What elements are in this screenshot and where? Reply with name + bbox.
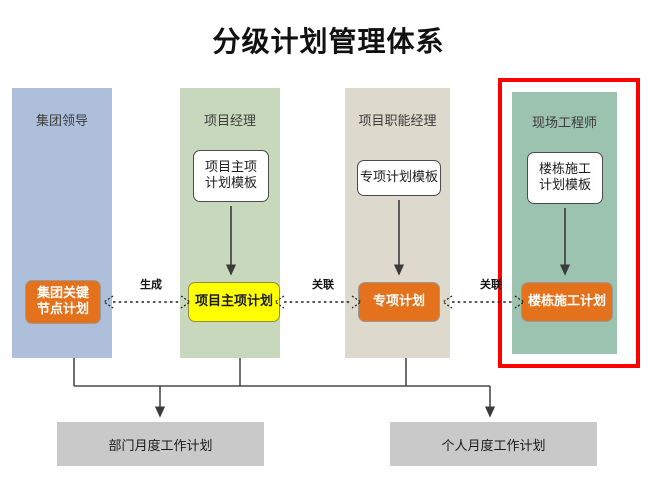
template-box-building-construction-plan-label: 楼栋施工 计划模板: [538, 161, 591, 193]
swimlane-functional-manager-label: 项目职能经理: [358, 114, 437, 129]
plan-box-special-plan-label: 专项计划: [372, 293, 425, 309]
output-box-personal-monthly[interactable]: 个人月度工作计划: [390, 422, 597, 466]
template-box-building-construction-plan[interactable]: 楼栋施工 计划模板: [527, 152, 603, 204]
swimlane-site-engineer-label: 现场工程师: [531, 116, 597, 131]
swimlane-group-leader-label: 集团领导: [35, 114, 88, 129]
template-box-special-plan[interactable]: 专项计划模板: [357, 160, 441, 196]
output-box-personal-monthly-label: 个人月度工作计划: [441, 438, 546, 454]
page-title: 分级计划管理体系: [212, 25, 445, 58]
plan-box-project-master-plan[interactable]: 项目主项计划: [188, 282, 280, 322]
connector-label-3: 关联: [480, 278, 502, 291]
plan-box-special-plan[interactable]: 专项计划: [358, 282, 440, 322]
template-box-project-master-plan[interactable]: 项目主项 计划模板: [193, 150, 269, 202]
plan-box-project-master-plan-label: 项目主项计划: [194, 293, 273, 309]
tree-connector-to-outputs: [73, 358, 496, 418]
plan-box-group-key-node[interactable]: 集团关键 节点计划: [25, 280, 101, 324]
template-box-special-plan-label: 专项计划模板: [359, 169, 438, 185]
dotted-connector-group-to-project: [102, 295, 192, 309]
connector-label-2: 关联: [312, 278, 334, 291]
highlight-border-site-engineer: [498, 78, 640, 368]
swimlane-project-manager-label: 项目经理: [203, 114, 256, 129]
connector-label-1: 生成: [140, 278, 162, 291]
output-box-department-monthly[interactable]: 部门月度工作计划: [57, 422, 264, 466]
plan-box-building-construction-plan[interactable]: 楼栋施工计划: [521, 282, 613, 322]
plan-box-group-key-node-label: 集团关键 节点计划: [36, 285, 89, 317]
output-box-department-monthly-label: 部门月度工作计划: [108, 438, 213, 454]
template-box-project-master-plan-label: 项目主项 计划模板: [204, 159, 257, 191]
plan-box-building-construction-plan-label: 楼栋施工计划: [527, 293, 606, 309]
